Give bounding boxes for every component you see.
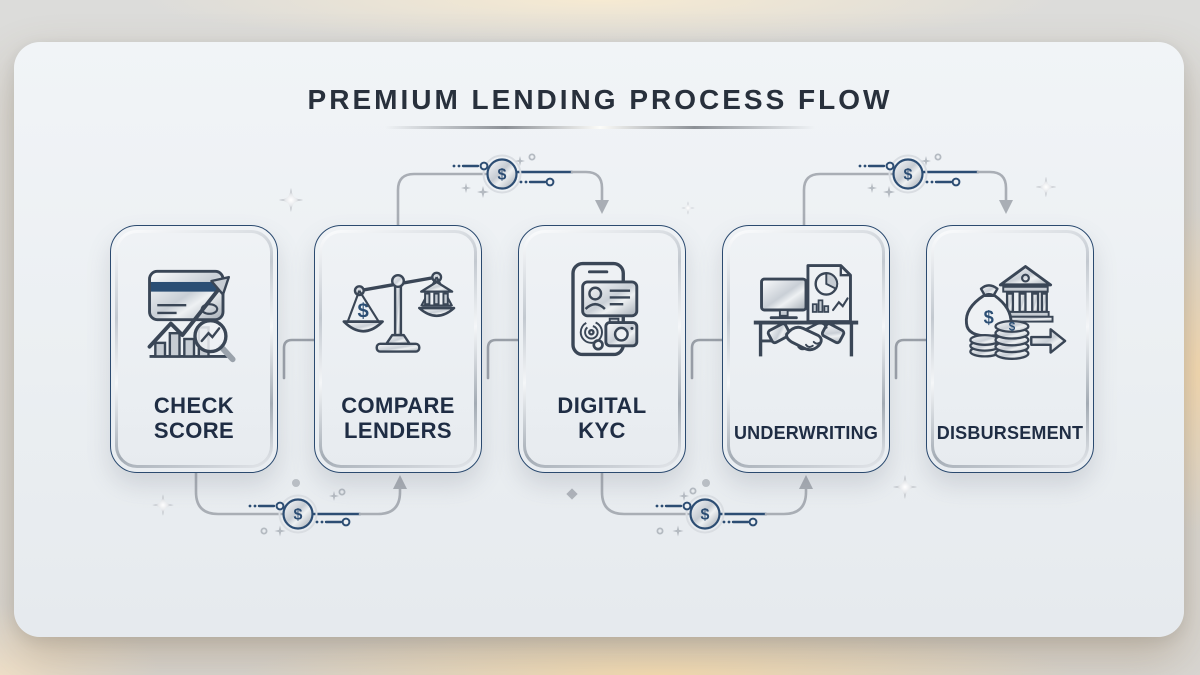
handshake-desk-icon	[747, 249, 865, 371]
card-content: CHECK SCORE	[117, 232, 271, 466]
page-title: PREMIUM LENDING PROCESS FLOW	[307, 84, 893, 115]
svg-text:$: $	[984, 306, 994, 327]
step-label: COMPARE LENDERS	[341, 393, 455, 443]
card-content: $ COMPARE LENDERS	[321, 232, 475, 466]
step-label: CHECK SCORE	[153, 393, 235, 443]
svg-text:$: $	[358, 300, 369, 322]
card-content: DIGITAL KYC	[525, 232, 679, 466]
step-card-compare-lenders: $ COMPARE LENDERS	[314, 225, 482, 473]
step-card-digital-kyc: DIGITAL KYC	[518, 225, 686, 473]
step-card-check-score: CHECK SCORE	[110, 225, 278, 473]
step-label: UNDERWRITING	[733, 423, 879, 444]
card-metallic-border: $ $ DISBURSEMENT	[931, 230, 1089, 468]
phone-id-icon	[543, 249, 661, 371]
svg-text:$: $	[1009, 320, 1016, 333]
step-label: DISBURSEMENT	[936, 423, 1084, 444]
card-metallic-border: UNDERWRITING	[727, 230, 885, 468]
card-metallic-border: CHECK SCORE	[115, 230, 273, 468]
credit-score-icon	[135, 249, 253, 371]
card-content: UNDERWRITING	[729, 232, 883, 466]
card-metallic-border: $ COMPARE LENDERS	[319, 230, 477, 468]
card-content: $ $ DISBURSEMENT	[933, 232, 1087, 466]
step-label: DIGITAL KYC	[557, 393, 647, 443]
bank-payout-icon: $ $	[951, 249, 1069, 371]
card-metallic-border: DIGITAL KYC	[523, 230, 681, 468]
step-card-disbursement: $ $ DISBURSEMENT	[926, 225, 1094, 473]
balance-scale-icon: $	[339, 249, 457, 371]
title-underline	[385, 126, 815, 129]
step-card-underwriting: UNDERWRITING	[722, 225, 890, 473]
